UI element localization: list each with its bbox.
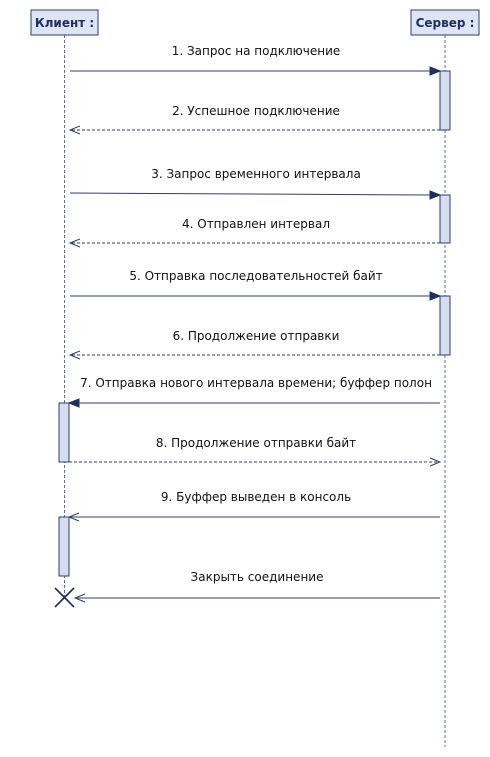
destroy-x-icon (54, 587, 75, 608)
open-arrowhead-icon (429, 457, 442, 467)
message-2[interactable]: 2. Успешное подключение (68, 104, 440, 135)
lifeline-client: Клиент : (30, 9, 99, 598)
filled-arrowhead-icon (429, 190, 442, 200)
message-6-label: 6. Продолжение отправки (173, 329, 340, 343)
message-3[interactable]: 3. Запрос временного интервала (69, 167, 442, 200)
message-close-connection[interactable]: Закрыть соединение (73, 570, 440, 603)
filled-arrowhead-icon (429, 291, 442, 301)
message-6[interactable]: 6. Продолжение отправки (68, 329, 440, 360)
lifeline-server: Сервер : (410, 9, 480, 747)
open-arrowhead-icon (67, 512, 80, 522)
message-7-label: 7. Отправка нового интервала времени; бу… (80, 376, 432, 390)
message-9-label: 9. Буффер выведен в консоль (161, 490, 351, 504)
lifeline-client-title: Клиент : (35, 16, 94, 30)
activation-client-1 (58, 402, 70, 463)
message-4[interactable]: 4. Отправлен интервал (68, 217, 440, 248)
lifeline-server-header[interactable] (410, 9, 480, 36)
lifeline-client-header[interactable] (30, 9, 99, 36)
message-3-line (69, 192, 433, 196)
message-8[interactable]: 8. Продолжение отправки байт (69, 436, 442, 467)
message-1[interactable]: 1. Запрос на подключение (70, 44, 442, 76)
lifeline-server-title: Сервер : (416, 16, 475, 30)
message-5-label: 5. Отправка последовательностей байт (129, 269, 382, 283)
open-arrowhead-icon (73, 593, 86, 603)
activation-server-3 (439, 295, 451, 356)
message-5[interactable]: 5. Отправка последовательностей байт (70, 269, 442, 301)
filled-arrowhead-icon (67, 398, 80, 408)
activation-server-2 (439, 194, 451, 244)
activation-client-2 (58, 516, 70, 577)
open-arrowhead-icon (68, 238, 81, 248)
message-3-label: 3. Запрос временного интервала (151, 167, 361, 181)
message-4-label: 4. Отправлен интервал (182, 217, 330, 231)
filled-arrowhead-icon (429, 66, 442, 76)
message-8-label: 8. Продолжение отправки байт (156, 436, 356, 450)
message-7[interactable]: 7. Отправка нового интервала времени; бу… (67, 376, 440, 408)
open-arrowhead-icon (68, 125, 81, 135)
message-1-label: 1. Запрос на подключение (172, 44, 341, 58)
message-close-label: Закрыть соединение (191, 570, 324, 584)
open-arrowhead-icon (68, 350, 81, 360)
message-2-label: 2. Успешное подключение (172, 104, 340, 118)
activation-server-1 (439, 70, 451, 131)
message-9[interactable]: 9. Буффер выведен в консоль (67, 490, 440, 522)
